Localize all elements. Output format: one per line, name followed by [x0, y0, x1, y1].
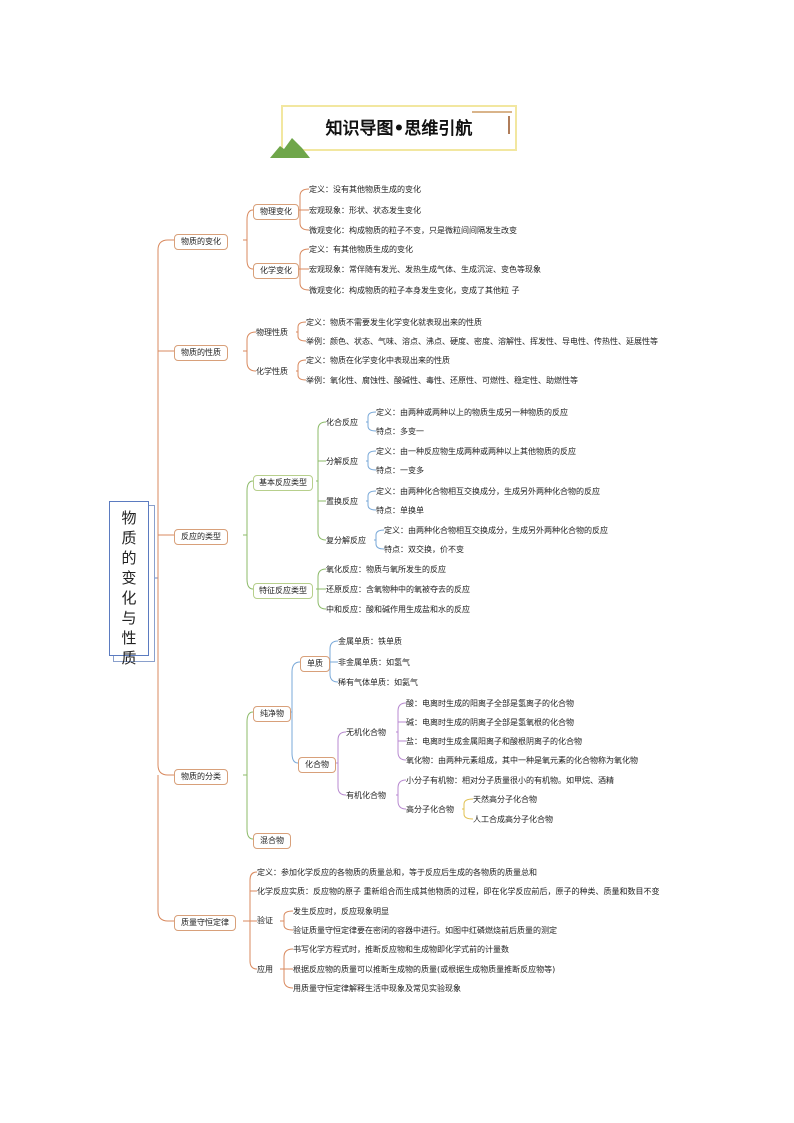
root-char: 化 — [121, 589, 137, 607]
mind-map-node-n3a4: 复分解反应 — [326, 536, 366, 545]
mind-map-node-n1b: 化学变化 — [253, 263, 299, 279]
mind-map-node-n4a1a: 金属单质：铁单质 — [338, 637, 402, 646]
root-char: 质 — [121, 649, 137, 667]
mind-map-node-n5c2: 验证质量守恒定律要在密闭的容器中进行。如图中红磷燃烧前后质量的测定 — [293, 926, 557, 935]
mind-map-node-n2b: 化学性质 — [256, 367, 288, 376]
mind-map-node-n5b: 化学反应实质：反应物的原子 重新组合而生成其他物质的过程，即在化学反应前后，原子… — [257, 887, 660, 896]
mind-map-node-n2b2: 举例：氧化性、腐蚀性、酸碱性、毒性、还原性、可燃性、稳定性、助燃性等 — [306, 376, 578, 385]
mind-map-node-n2a: 物理性质 — [256, 328, 288, 337]
mind-map-node-n1a2: 宏观现象：形状、状态发生变化 — [309, 206, 421, 215]
mind-map-node-n3b1: 氧化反应：物质与氧所发生的反应 — [326, 565, 446, 574]
mind-map-node-n4a2: 化合物 — [298, 757, 336, 773]
root-char: 变 — [121, 569, 137, 587]
trunk-vertical — [157, 239, 174, 922]
root-char: 质 — [121, 529, 137, 547]
mind-map-node-n3a3: 置换反应 — [326, 497, 358, 506]
mind-map-node-n3a1b: 特点：多变一 — [376, 427, 424, 436]
mind-map-node-n2a2: 举例：颜色、状态、气味、溶点、沸点、硬度、密度、溶解性、挥发性、导电性、传热性、… — [306, 337, 658, 346]
mind-map-node-n2a1: 定义：物质不需要发生化学变化就表现出来的性质 — [306, 318, 482, 327]
mind-map-node-n4a2a3: 盐：电离时生成金属阳离子和酸根阴离子的化合物 — [406, 737, 582, 746]
mind-map-node-n5c1: 发生反应时，反应现象明显 — [293, 907, 389, 916]
mind-map-node-n5d3: 用质量守恒定律解释生活中现象及常见实验现象 — [293, 984, 461, 993]
mind-map-node-n4a2b2b: 人工合成高分子化合物 — [473, 815, 553, 824]
mind-map-node-n4a1c: 稀有气体单质：如氦气 — [338, 678, 418, 687]
page-title: 知识导图•思维引航 — [325, 119, 473, 139]
mind-map-node-n3: 反应的类型 — [174, 529, 228, 545]
mind-map-node-n3b: 特征反应类型 — [253, 583, 313, 599]
root-char: 性 — [121, 629, 137, 647]
mind-map-node-n4a2a: 无机化合物 — [346, 728, 386, 737]
root-node-text: 物质的变化与性质 — [110, 508, 148, 668]
mind-map-node-n4a2b2a: 天然高分子化合物 — [473, 795, 537, 804]
mind-map-node-n2b1: 定义：物质在化学变化中表现出来的性质 — [306, 356, 450, 365]
mountain-icon — [270, 138, 310, 158]
mind-map-node-n1a: 物理变化 — [253, 204, 299, 220]
mind-map-node-n1a3: 微观变化：构成物质的粒子不变，只是微粒间间隔发生改变 — [309, 226, 517, 235]
mind-map-node-n3a3a: 定义：由两种化合物相互交换成分，生成另外两种化合物的反应 — [376, 487, 600, 496]
mind-map-node-n4a1b: 非金属单质：如氢气 — [338, 658, 410, 667]
mind-map-node-n5d: 应用 — [257, 965, 273, 974]
mind-map-node-n5d2: 根据反应物的质量可以推断生成物的质量(或根据生成物质量推断反应物等) — [293, 965, 556, 974]
root-char: 物 — [121, 509, 137, 527]
title-decoration-line — [472, 111, 512, 113]
mind-map-node-n1b2: 宏观现象：常伴随有发光、发热生成气体、生成沉淀、变色等现象 — [309, 265, 541, 274]
title-decoration-tick — [508, 116, 510, 134]
mind-map-node-n5c: 验证 — [257, 916, 273, 925]
mind-map-node-n2: 物质的性质 — [174, 345, 228, 361]
root-node: 物质的变化与性质 — [109, 501, 149, 667]
mind-map-node-n5a: 定义：参加化学反应的各物质的质量总和，等于反应后生成的各物质的质量总和 — [257, 868, 537, 877]
mind-map-node-n3a2b: 特点：一变多 — [376, 466, 424, 475]
mind-map-node-n1b3: 微观变化：构成物质的粒子本身发生变化，变成了其他粒 子 — [309, 286, 520, 295]
mind-map-node-n3a3b: 特点：单换单 — [376, 506, 424, 515]
mind-map-node-n3a2a: 定义：由一种反应物生成两种或两种以上其他物质的反应 — [376, 447, 576, 456]
mind-map-node-n1a1: 定义：没有其他物质生成的变化 — [309, 185, 421, 194]
mind-map-node-n4a2a1: 酸：电离时生成的阳离子全部是氢离子的化合物 — [406, 699, 574, 708]
mind-map-node-n4a2a2: 碱：电离时生成的阴离子全部是氢氧根的化合物 — [406, 718, 574, 727]
mind-map-node-n4a1: 单质 — [300, 656, 330, 672]
mind-map-node-n3b3: 中和反应：酸和碱作用生成盐和水的反应 — [326, 605, 470, 614]
mind-map-node-n4a: 纯净物 — [253, 706, 291, 722]
mind-map-node-n3a2: 分解反应 — [326, 457, 358, 466]
mind-map-node-n1b1: 定义：有其他物质生成的变化 — [309, 245, 413, 254]
mind-map-node-n4: 物质的分类 — [174, 769, 228, 785]
root-char: 的 — [121, 549, 137, 567]
mind-map-node-n3a4b: 特点：双交换，价不变 — [384, 545, 464, 554]
mind-map-node-n3a4a: 定义：由两种化合物相互交换成分，生成另外两种化合物的反应 — [384, 526, 608, 535]
mind-map-node-n3b2: 还原反应：含氧物种中的氧被夺去的反应 — [326, 585, 470, 594]
mind-map-node-n4a2b: 有机化合物 — [346, 791, 386, 800]
mind-map-node-n5: 质量守恒定律 — [174, 915, 236, 931]
mind-map-node-n3a1: 化合反应 — [326, 418, 358, 427]
mind-map-node-n3a1a: 定义：由两种或两种以上的物质生成另一种物质的反应 — [376, 408, 568, 417]
mind-map-node-n5d1: 书写化学方程式时，推断反应物和生成物即化学式前的计量数 — [293, 945, 509, 954]
mind-map-node-n1: 物质的变化 — [174, 234, 228, 250]
mind-map-node-n4a2b1: 小分子有机物：相对分子质量很小的有机物。如甲烷、酒精 — [406, 776, 614, 785]
mind-map-node-n3a: 基本反应类型 — [253, 475, 313, 491]
mind-map-node-n4b: 混合物 — [253, 833, 291, 849]
mind-map-node-n4a2b2: 高分子化合物 — [406, 805, 454, 814]
root-char: 与 — [121, 609, 137, 627]
mind-map-node-n4a2a4: 氧化物：由两种元素组成，其中一种是氧元素的化合物称为氧化物 — [406, 756, 638, 765]
